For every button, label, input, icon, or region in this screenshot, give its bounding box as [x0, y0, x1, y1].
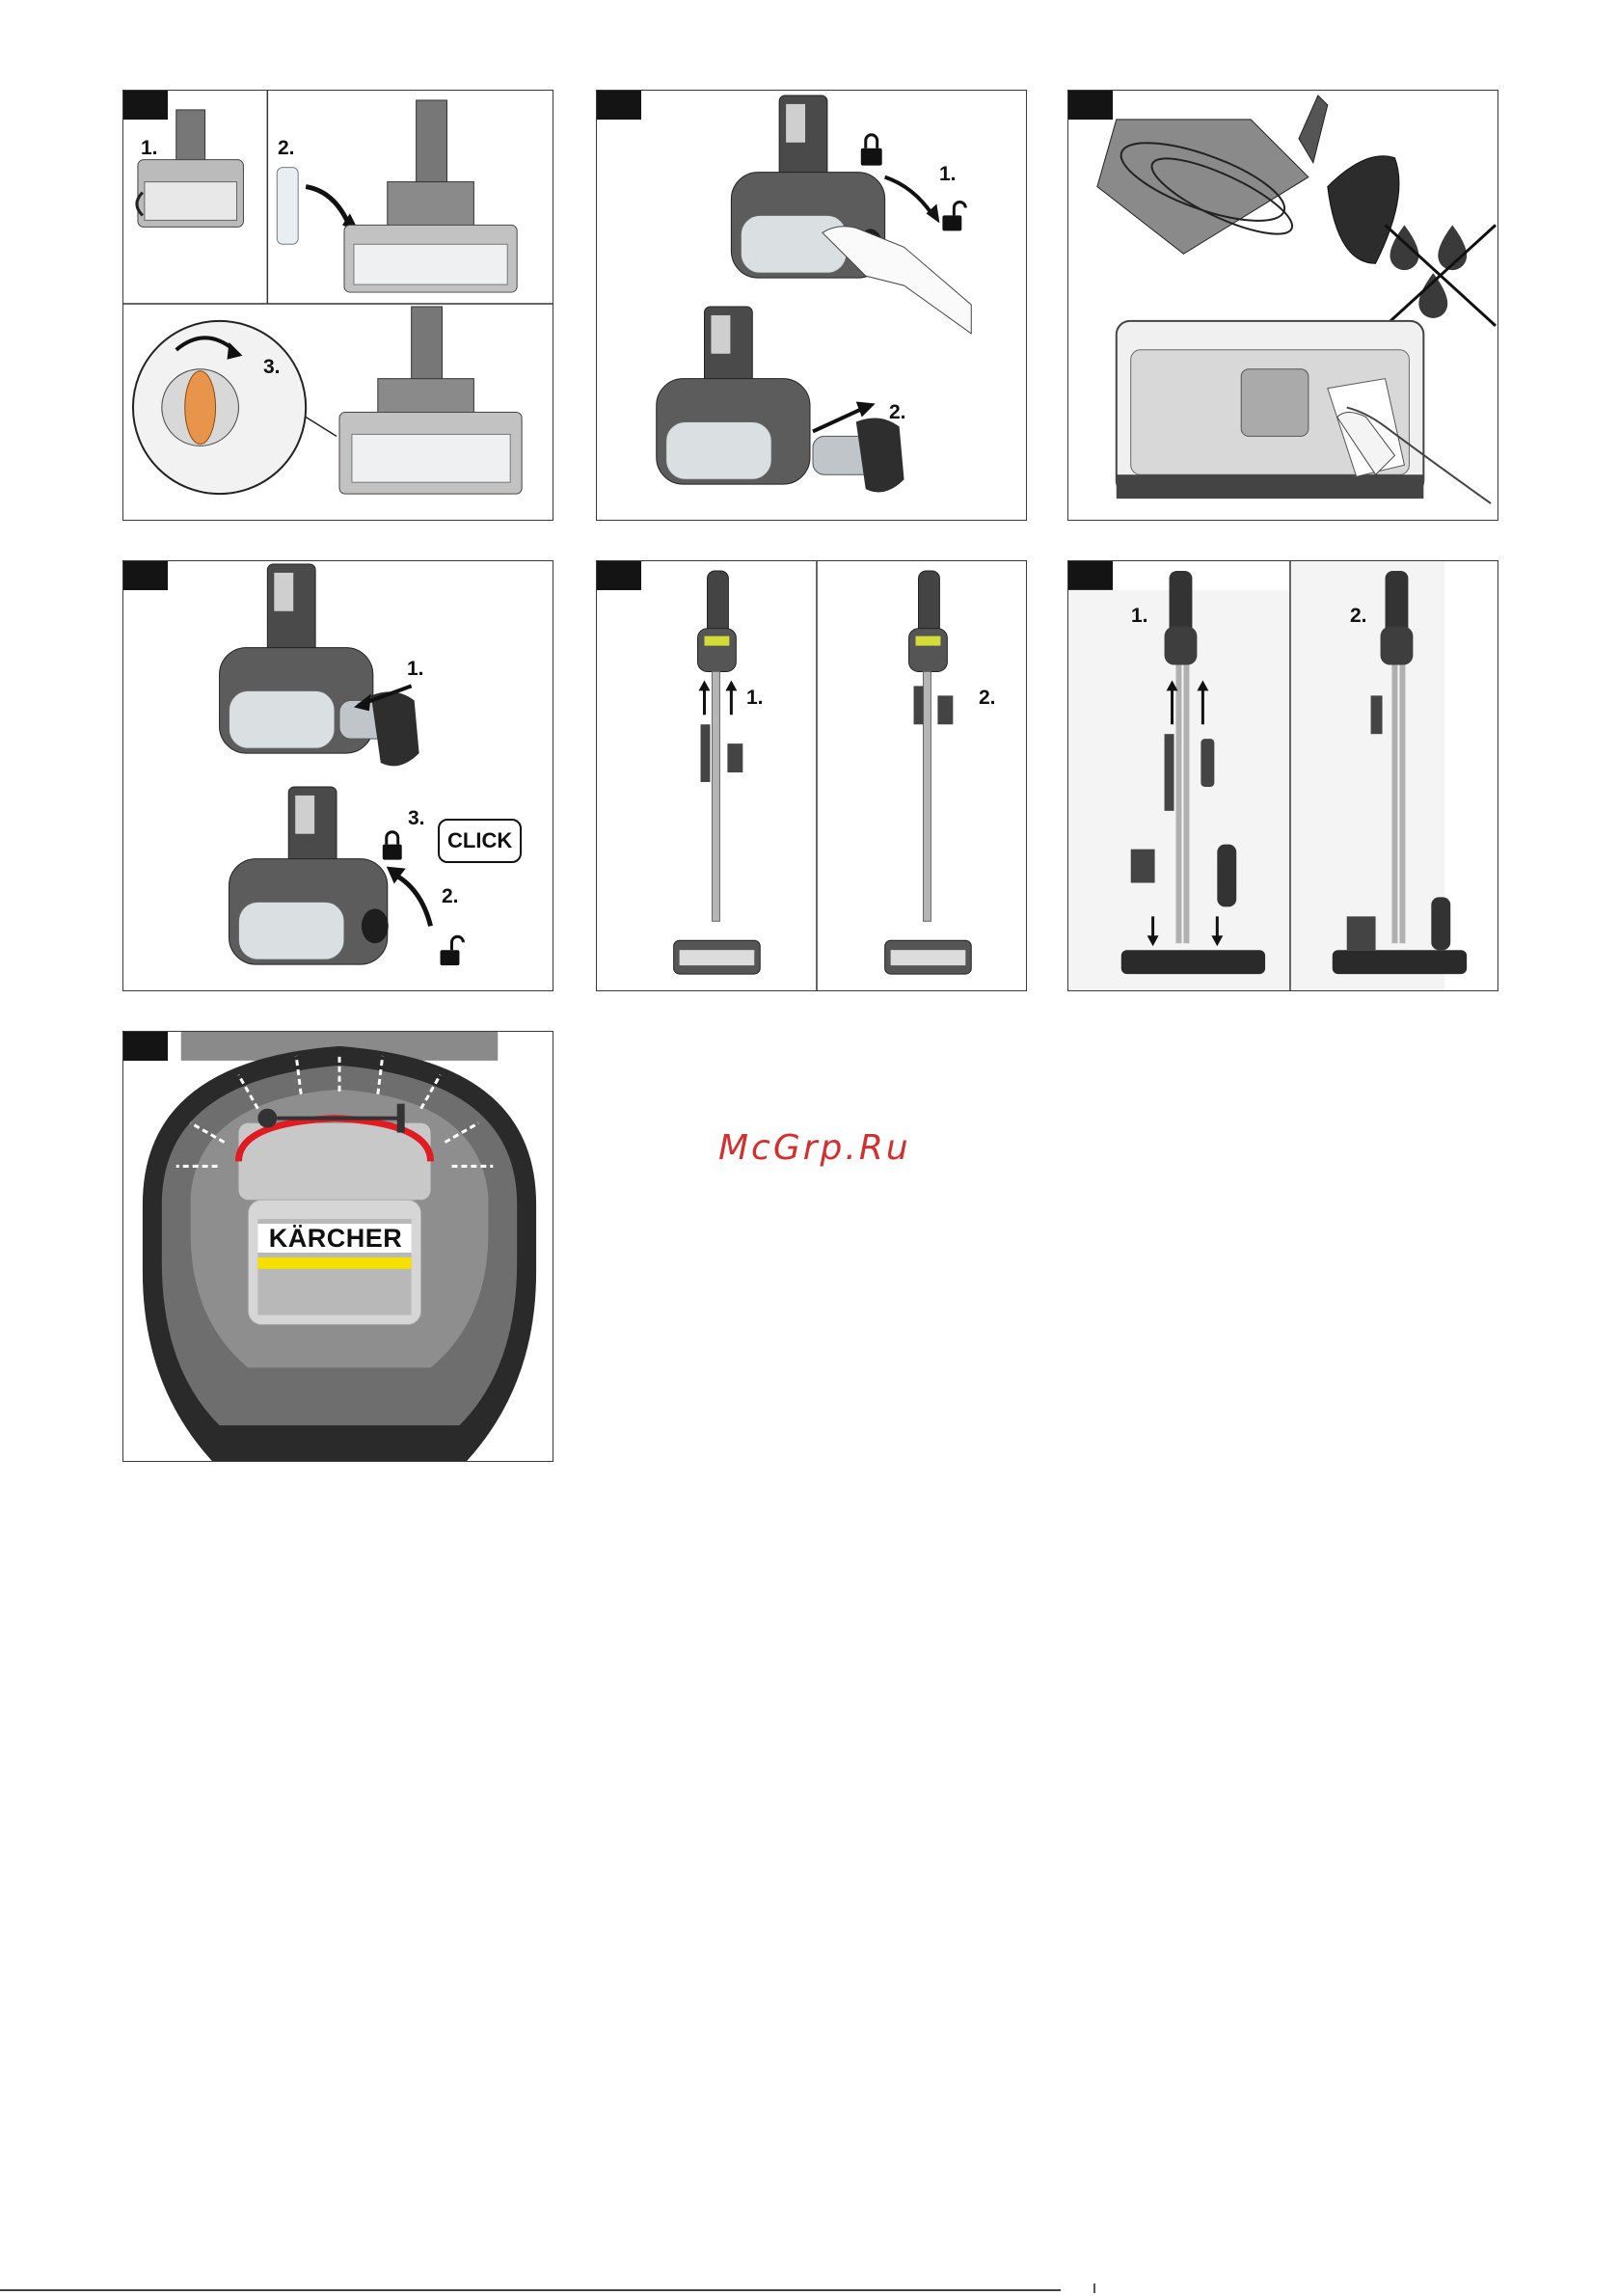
step-3-label: 3.: [263, 356, 281, 379]
step-2-label: 2.: [889, 401, 906, 424]
step-2-label: 2.: [278, 137, 295, 160]
step-1-label: 1.: [1131, 605, 1148, 628]
panel-brush-roll: 1. 2. 3.: [122, 90, 553, 521]
step-1-label: 1.: [746, 687, 764, 710]
footer-mark: [1093, 2283, 1095, 2293]
footer-divider: [0, 2289, 1061, 2291]
step-2-label: 2.: [1350, 605, 1367, 628]
panel-clean-filter: [1067, 90, 1498, 521]
watermark: McGrp.Ru: [718, 1128, 911, 1168]
step-2-label: 2.: [979, 687, 996, 710]
click-callout: CLICK: [438, 819, 522, 863]
karcher-logo-text: KÄRCHER: [257, 1224, 414, 1254]
panel-attach-accessory: 1. 2.: [596, 560, 1027, 991]
panel-led-indicator: KÄRCHER: [122, 1031, 553, 1462]
insert-container-illustration: [123, 561, 553, 990]
panel-insert-dust-container: 1. 2. 3. CLICK: [122, 560, 553, 991]
panel-docking-station: 1. 2.: [1067, 560, 1498, 991]
step-1-label: 1.: [939, 163, 957, 186]
step-2-label: 2.: [442, 885, 459, 908]
attach-accessory-illustration: [597, 561, 1026, 990]
step-1-label: 1.: [141, 137, 158, 160]
brush-roll-illustration: [123, 91, 553, 520]
clean-filter-illustration: [1068, 91, 1498, 520]
step-3-label: 3.: [408, 807, 425, 830]
step-1-label: 1.: [407, 658, 424, 681]
panel-remove-dust-container: 1. 2.: [596, 90, 1027, 521]
remove-container-illustration: [597, 91, 1026, 520]
